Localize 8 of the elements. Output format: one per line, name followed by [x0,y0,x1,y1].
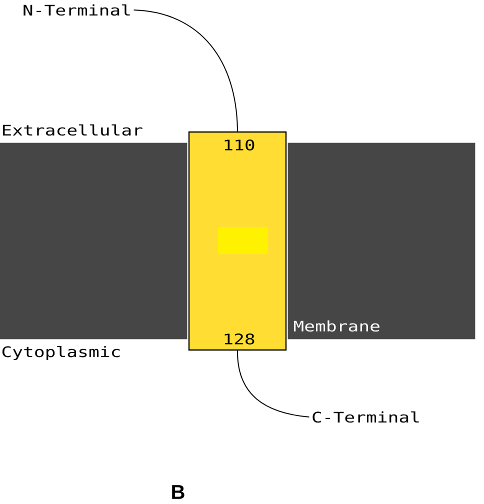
leader-line [237,350,310,418]
helix-box: 110 128 [188,131,287,351]
panel-letter: B [172,485,184,499]
terminus-label: N-Terminal [24,4,130,16]
region-label: Cytoplasmic [2,346,120,360]
leader-line [133,10,238,132]
terminus-label: C-Terminal [312,411,419,423]
region-label: Extracellular [2,124,142,136]
